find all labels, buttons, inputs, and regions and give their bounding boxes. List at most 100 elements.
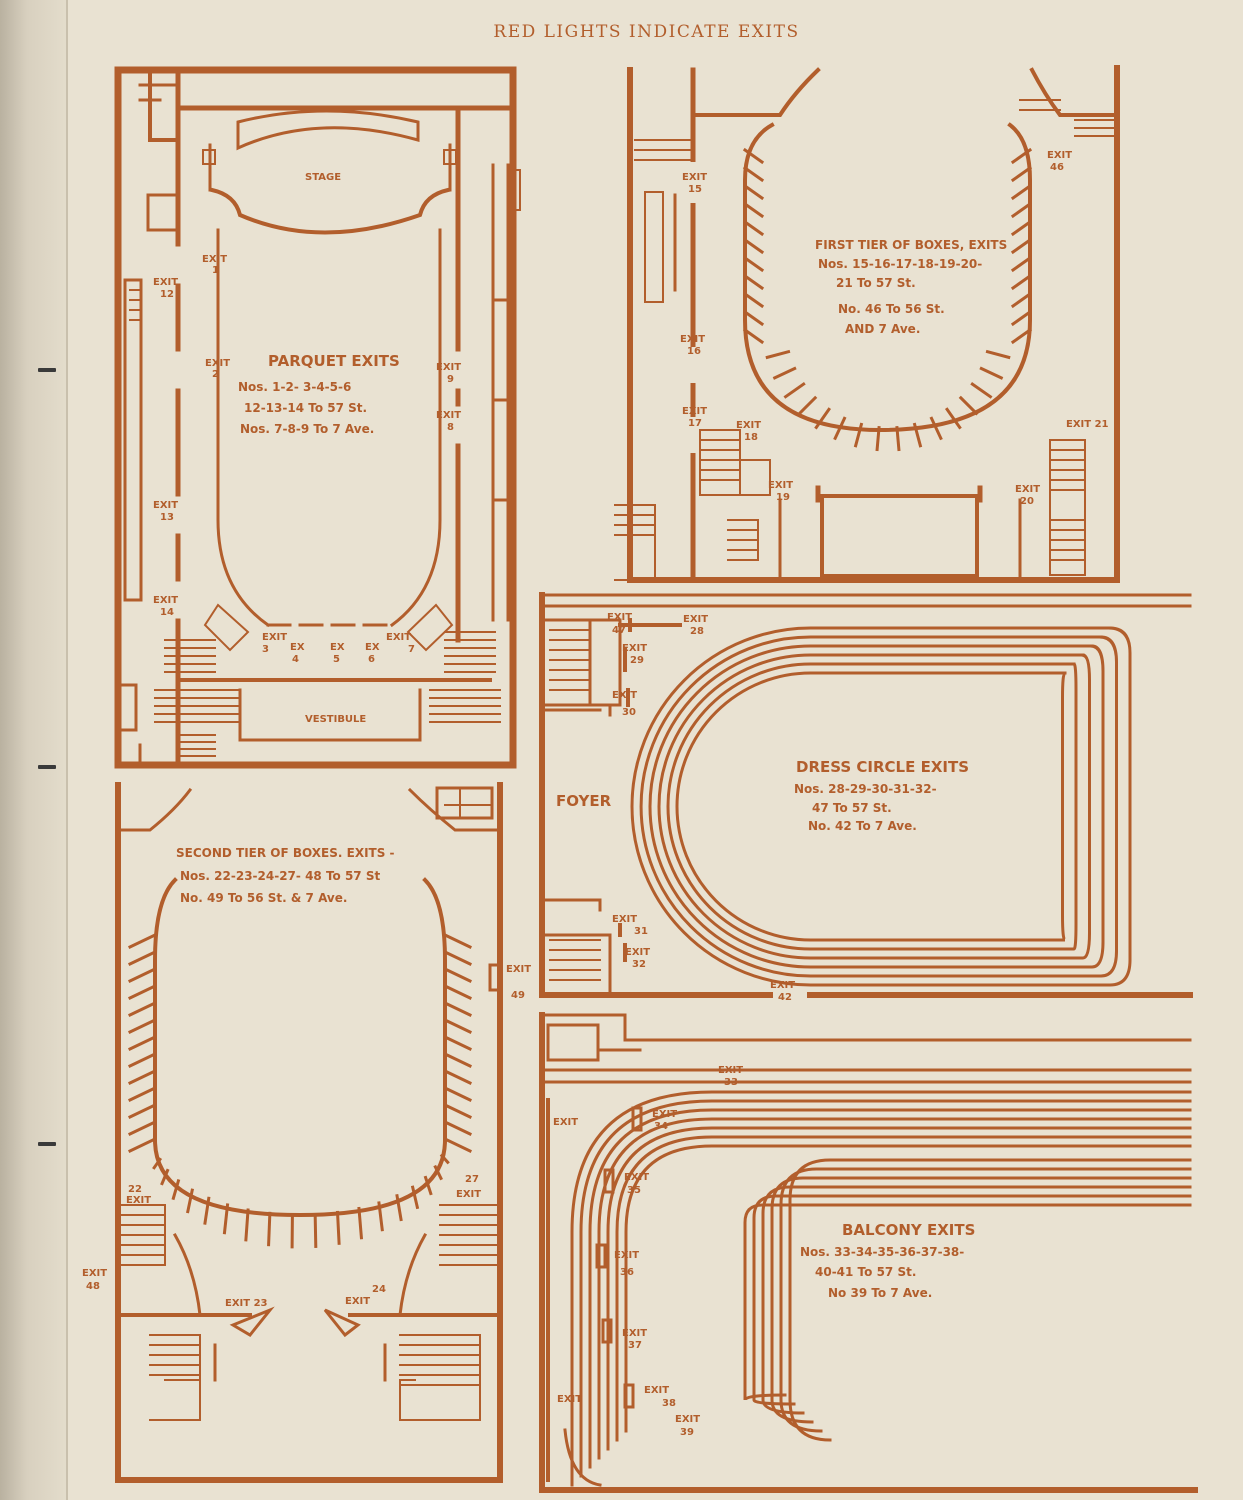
box-partition	[442, 1136, 473, 1154]
box-partition	[439, 1153, 450, 1165]
box-partition	[742, 327, 765, 345]
balcony-title: BALCONY EXITS	[842, 1221, 975, 1239]
exit-number: 39	[680, 1427, 694, 1438]
exit-label: EXIT	[262, 632, 287, 643]
exit-label: EXIT	[126, 1195, 151, 1206]
page-edge	[66, 0, 68, 1500]
box-partition	[433, 1164, 443, 1181]
balcony-box	[631, 1106, 643, 1132]
box-partition	[203, 1196, 211, 1225]
parquet-line3: Nos. 7-8-9 To 7 Ave.	[240, 422, 374, 436]
exit-label: EXIT	[436, 362, 461, 373]
seating-row	[597, 1117, 1192, 1460]
box-partition	[127, 1034, 158, 1052]
exit-number: 49	[511, 990, 525, 1001]
staple	[38, 765, 56, 769]
exit-label: EXIT	[1015, 484, 1040, 495]
box-partition	[1010, 201, 1033, 219]
second-tier-line2: Nos. 22-23-24-27- 48 To 57 St	[180, 869, 380, 883]
exit-number: 47	[612, 625, 626, 636]
first-tier-line4: No. 46 To 56 St.	[838, 302, 945, 316]
exit-number: 20	[1020, 496, 1034, 507]
exit-label: EXIT	[456, 1189, 481, 1200]
box-partition	[783, 381, 806, 399]
exit-number: 14	[160, 607, 174, 618]
box-partition	[127, 966, 158, 984]
parquet-line1: Nos. 1-2- 3-4-5-6	[238, 380, 351, 394]
balcony-box	[623, 1383, 635, 1409]
exit-number: 18	[744, 432, 758, 443]
diagram-labels: STAGE VESTIBULE PARQUET EXITS Nos. 1-2- …	[82, 150, 1109, 1438]
exit-label: EXIT	[436, 410, 461, 421]
exit-label: EXIT	[202, 254, 227, 265]
exit-label: EXIT	[644, 1385, 669, 1396]
exit-label: EXIT	[205, 358, 230, 369]
seating-row	[657, 653, 1092, 960]
seating-row	[1081, 653, 1091, 935]
box-partition	[742, 183, 765, 201]
box-partition	[742, 237, 765, 255]
dress-circle-line2: Nos. 28-29-30-31-32-	[794, 782, 937, 796]
seating-row	[648, 644, 1105, 969]
exit-number: 15	[688, 184, 702, 195]
exit-label: EXIT	[82, 1268, 107, 1279]
box-partition	[127, 1068, 158, 1086]
first-tier-line2: Nos. 15-16-17-18-19-20-	[818, 257, 982, 271]
box-partition	[442, 1034, 473, 1052]
exit-label: EXIT	[768, 480, 793, 491]
first-tier-plan	[614, 65, 1120, 583]
exit-number: 9	[447, 374, 454, 385]
box-partition	[912, 422, 923, 448]
stage-label: STAGE	[305, 172, 341, 183]
box-partition	[127, 949, 158, 967]
balcony-box	[603, 1168, 615, 1194]
box-partition	[742, 273, 765, 291]
seating-row	[675, 671, 1067, 942]
box-partition	[833, 416, 847, 441]
box-partition	[742, 219, 765, 237]
exit-number: 31	[634, 926, 648, 937]
box-partition	[742, 291, 765, 309]
box-partition	[442, 966, 473, 984]
exit-label: EXIT	[1047, 150, 1072, 161]
exit-number: 38	[662, 1398, 676, 1409]
exit-label: EXIT	[683, 614, 708, 625]
box-partition	[127, 1136, 158, 1154]
box-partition	[814, 407, 832, 430]
box-partition	[222, 1203, 230, 1235]
exit-label: EXIT	[652, 1109, 677, 1120]
exit-number: 30	[622, 707, 636, 718]
seating-row	[570, 1090, 1192, 1487]
exit-number: 16	[687, 346, 701, 357]
seating-row	[1108, 626, 1132, 962]
box-partition	[442, 983, 473, 1001]
box-partition	[442, 932, 473, 950]
box-partition	[244, 1208, 250, 1242]
seating-row	[624, 1144, 1192, 1433]
seating-row	[666, 662, 1078, 951]
exit-number: 42	[778, 992, 792, 1003]
balcony-line3: 40-41 To 57 St.	[815, 1265, 916, 1279]
box-partition	[313, 1213, 318, 1248]
exit-label: EXIT	[682, 406, 707, 417]
second-tier-line3: No. 49 To 56 St. & 7 Ave.	[180, 891, 347, 905]
exit-label: EXIT	[770, 980, 795, 991]
box-partition	[267, 1211, 272, 1247]
box-partition	[127, 1102, 158, 1120]
seating-row	[1099, 635, 1118, 953]
box-partition	[1010, 255, 1033, 273]
exit-label: EXIT	[624, 1172, 649, 1183]
exit-number: 24	[372, 1284, 386, 1295]
box-partition	[423, 1175, 433, 1196]
exit-number: 5	[333, 654, 340, 665]
box-partition	[1010, 219, 1033, 237]
exit-number: 17	[688, 418, 702, 429]
box-partition	[853, 422, 864, 448]
exit-label: EXIT	[675, 1414, 700, 1425]
seating-row	[761, 1185, 1192, 1415]
exit-label: EX	[290, 642, 305, 653]
box-partition	[335, 1210, 341, 1245]
box-partition	[160, 1168, 170, 1186]
parquet-line2: 12-13-14 To 57 St.	[244, 401, 367, 415]
